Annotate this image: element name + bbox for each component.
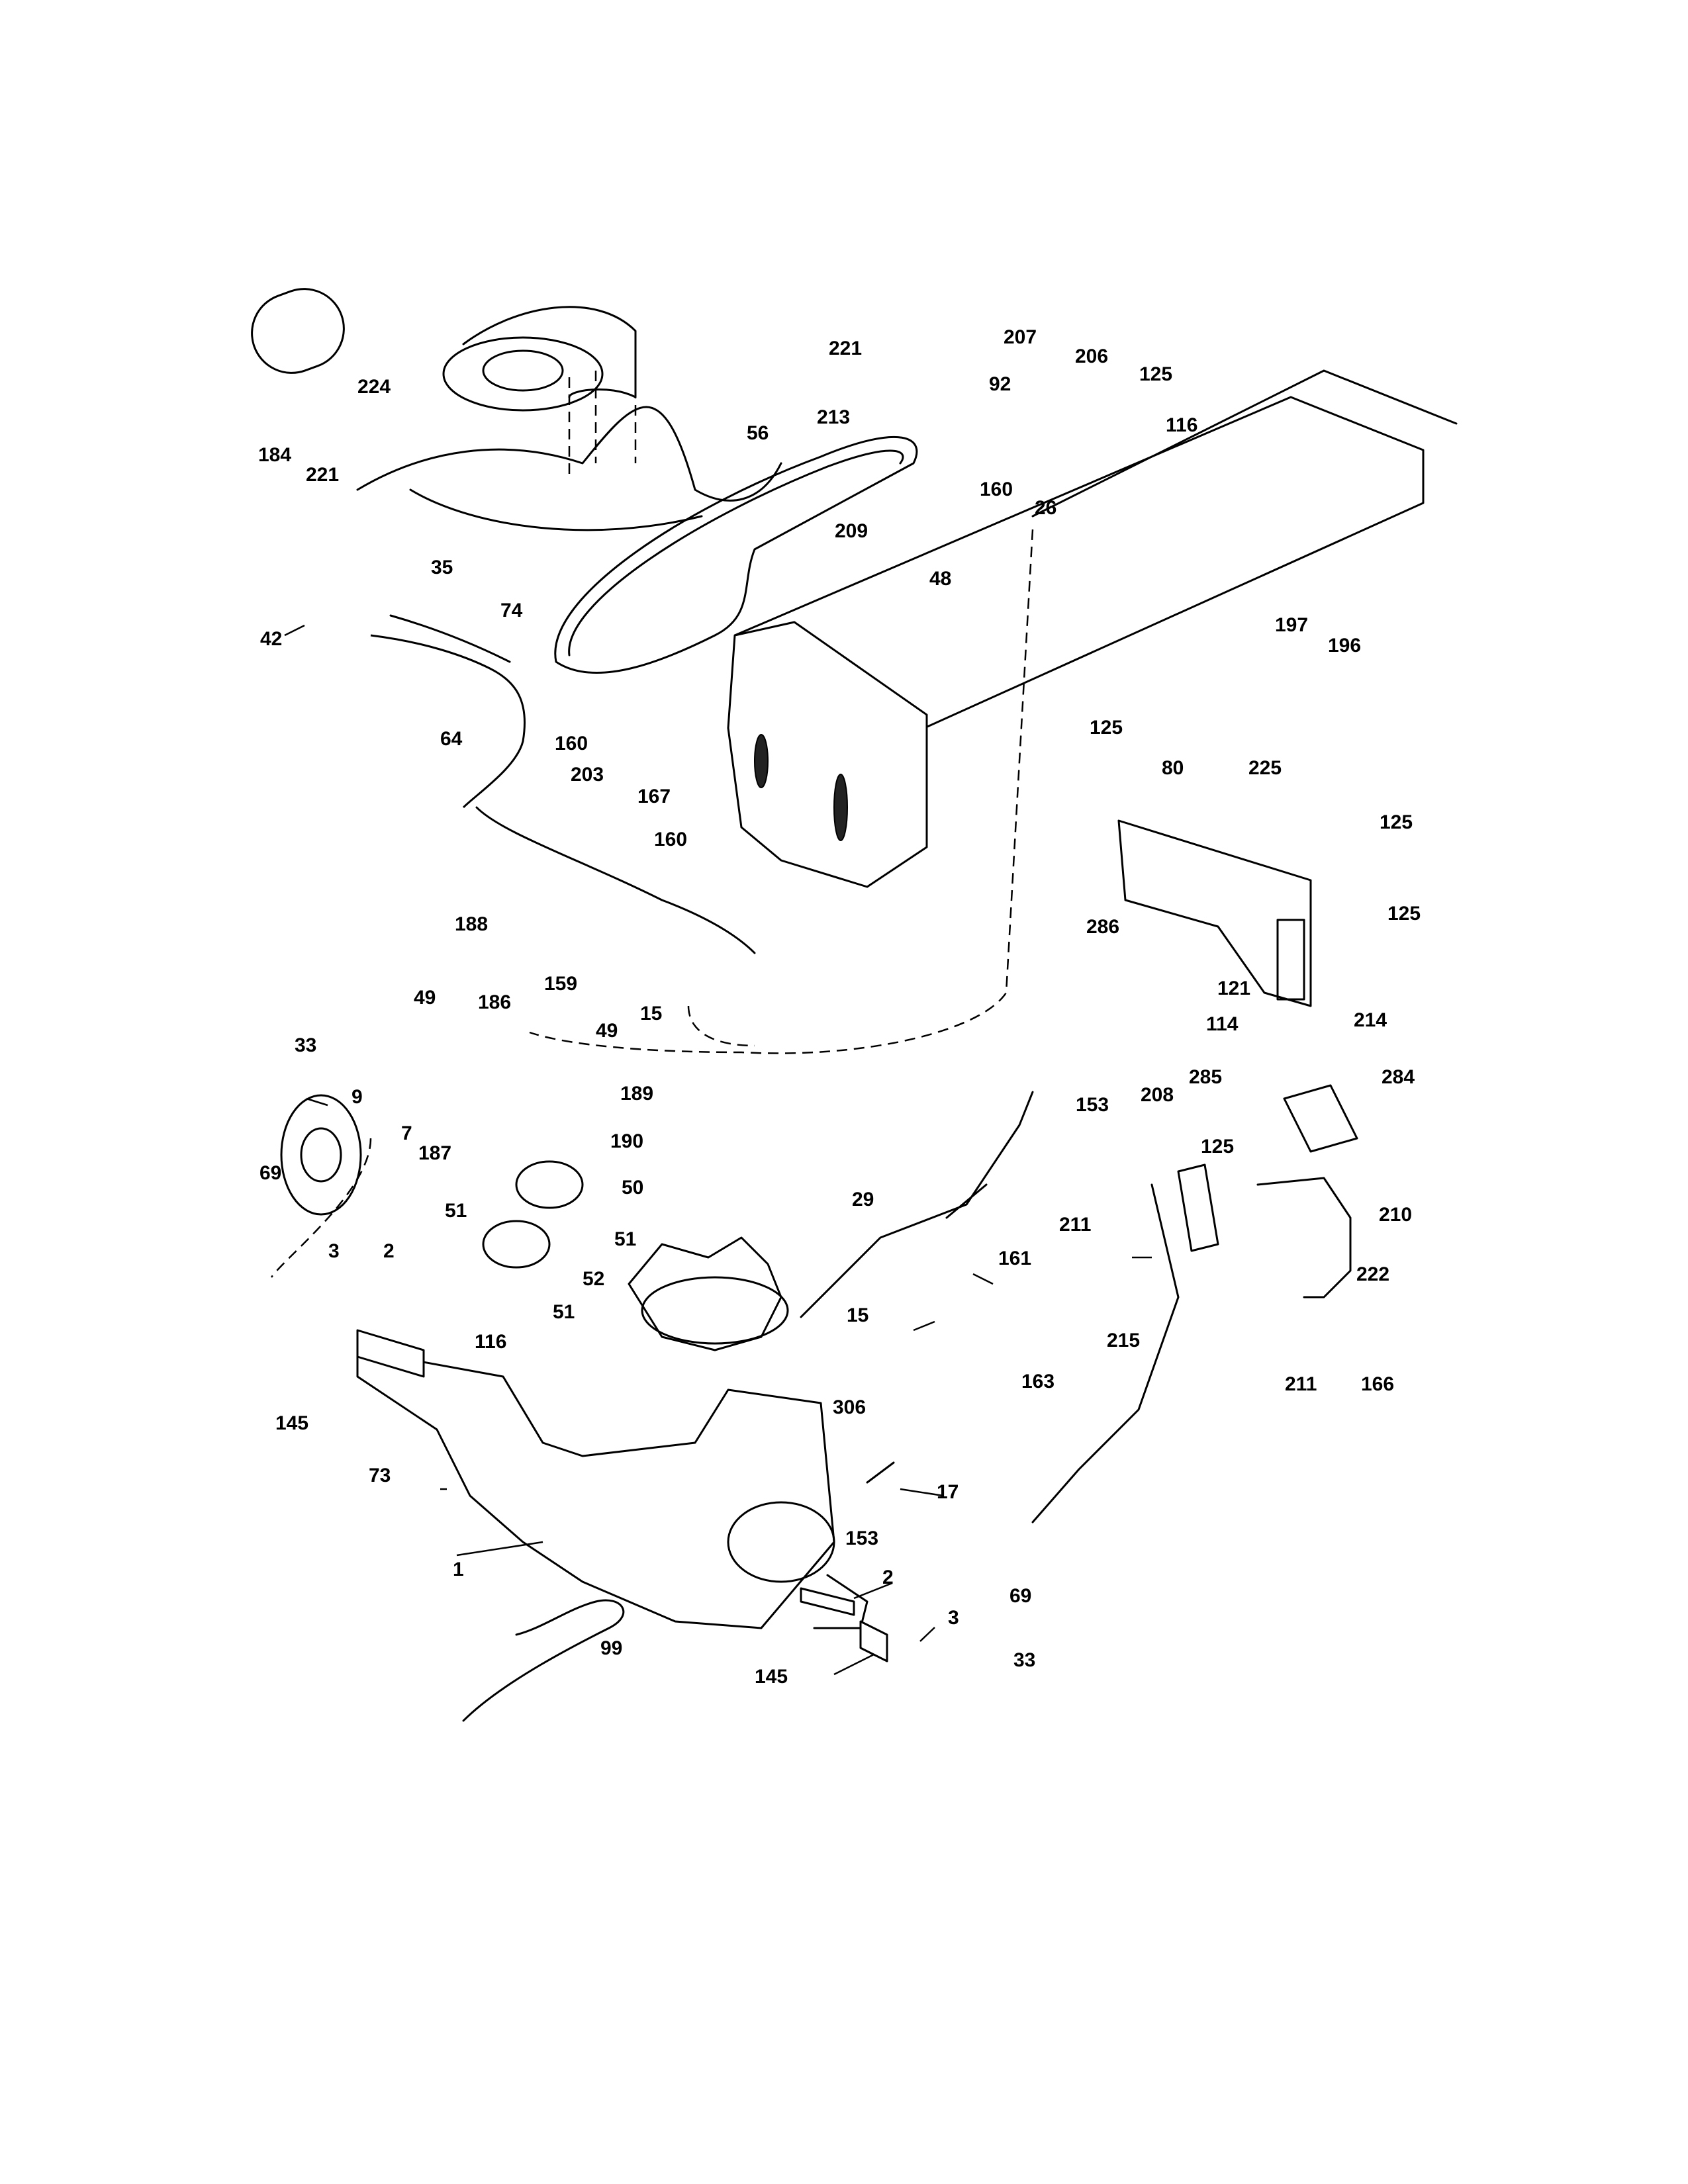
- pulleys: [482, 1160, 584, 1269]
- callout-69: 69: [259, 1162, 281, 1184]
- callout-160: 160: [654, 829, 687, 850]
- callout-207: 207: [1004, 326, 1037, 348]
- fender-with-shift-console: [356, 306, 782, 531]
- callout-51: 51: [614, 1228, 636, 1250]
- callout-196: 196: [1328, 635, 1361, 657]
- callout-306: 306: [833, 1396, 866, 1418]
- callout-166: 166: [1361, 1373, 1394, 1395]
- frame-assembly: [727, 369, 1458, 888]
- callout-leaders: [284, 624, 1152, 1676]
- callout-221: 221: [306, 464, 339, 486]
- callout-125: 125: [1139, 363, 1172, 385]
- callout-163: 163: [1021, 1371, 1055, 1392]
- callout-15: 15: [847, 1304, 868, 1326]
- callout-15: 15: [640, 1003, 662, 1024]
- callout-213: 213: [817, 406, 850, 428]
- callout-285: 285: [1189, 1066, 1222, 1088]
- callout-52: 52: [583, 1268, 604, 1290]
- callout-125: 125: [1387, 903, 1421, 925]
- cooling-fan: [628, 1236, 782, 1351]
- callout-7: 7: [401, 1122, 412, 1144]
- callout-222: 222: [1356, 1263, 1389, 1285]
- callout-125: 125: [1201, 1136, 1234, 1158]
- callout-189: 189: [620, 1083, 653, 1105]
- callout-145: 145: [275, 1412, 308, 1434]
- callout-186: 186: [478, 991, 511, 1013]
- callout-211: 211: [1285, 1373, 1317, 1395]
- callout-153: 153: [1076, 1094, 1109, 1116]
- shift-cable-route: [270, 529, 1034, 1278]
- wheel-hub: [280, 1094, 362, 1216]
- callout-153: 153: [845, 1527, 878, 1549]
- callout-208: 208: [1141, 1084, 1174, 1106]
- callout-206: 206: [1075, 345, 1108, 367]
- callout-49: 49: [596, 1020, 618, 1042]
- callout-125: 125: [1380, 811, 1413, 833]
- callout-35: 35: [431, 557, 453, 578]
- callout-209: 209: [835, 520, 868, 542]
- callout-214: 214: [1354, 1009, 1387, 1031]
- callout-42: 42: [260, 628, 282, 650]
- callout-33: 33: [295, 1034, 316, 1056]
- callout-221: 221: [829, 338, 862, 359]
- callout-92: 92: [989, 373, 1011, 395]
- callout-116: 116: [475, 1331, 506, 1353]
- callout-190: 190: [610, 1130, 643, 1152]
- callout-labels: 1 2 2 3 3 7 9 15 15 17 26 29 33 33 35 42…: [258, 326, 1421, 1688]
- callout-116: 116: [1166, 414, 1197, 436]
- callout-64: 64: [440, 728, 463, 750]
- callout-125: 125: [1090, 717, 1123, 739]
- callout-51: 51: [445, 1200, 467, 1222]
- callout-203: 203: [571, 764, 604, 786]
- callout-56: 56: [747, 422, 769, 444]
- callout-49: 49: [414, 987, 436, 1009]
- callout-50: 50: [622, 1177, 643, 1199]
- drive-belt: [554, 435, 918, 674]
- connecting-rods: [800, 1091, 1034, 1484]
- callout-188: 188: [455, 913, 488, 935]
- callout-3: 3: [948, 1607, 959, 1629]
- brake-pedal-assembly: [1031, 1084, 1358, 1524]
- callout-167: 167: [637, 786, 671, 807]
- callout-73: 73: [369, 1465, 391, 1486]
- shift-lever: [251, 288, 756, 954]
- callout-80: 80: [1162, 757, 1184, 779]
- callout-286: 286: [1086, 916, 1119, 938]
- callout-3: 3: [328, 1240, 340, 1262]
- callout-29: 29: [852, 1189, 874, 1210]
- callout-2: 2: [882, 1567, 894, 1588]
- axle-shaft: [356, 1329, 888, 1662]
- callout-9: 9: [352, 1086, 363, 1108]
- callout-33: 33: [1013, 1649, 1035, 1671]
- callout-225: 225: [1248, 757, 1282, 779]
- callout-121: 121: [1217, 978, 1250, 999]
- callout-48: 48: [929, 568, 951, 590]
- callout-99: 99: [600, 1637, 622, 1659]
- callout-187: 187: [418, 1142, 451, 1164]
- callout-145: 145: [755, 1666, 788, 1688]
- bypass-rod: [462, 1599, 625, 1722]
- callout-26: 26: [1035, 497, 1056, 519]
- callout-210: 210: [1379, 1204, 1412, 1226]
- callout-197: 197: [1275, 614, 1308, 636]
- callout-160: 160: [555, 733, 588, 754]
- callout-1: 1: [453, 1559, 464, 1580]
- callout-69: 69: [1009, 1585, 1031, 1607]
- rear-bracket: [1117, 819, 1312, 1007]
- callout-160: 160: [980, 478, 1013, 500]
- callout-215: 215: [1107, 1330, 1140, 1351]
- callout-74: 74: [500, 600, 523, 621]
- callout-284: 284: [1382, 1066, 1415, 1088]
- callout-114: 114: [1206, 1013, 1239, 1035]
- callout-211: 211: [1059, 1214, 1091, 1236]
- callout-224: 224: [357, 376, 391, 398]
- callout-2: 2: [383, 1240, 395, 1262]
- callout-161: 161: [998, 1248, 1031, 1269]
- callout-51: 51: [553, 1301, 575, 1323]
- transaxle: [356, 1276, 868, 1629]
- callout-17: 17: [937, 1481, 959, 1503]
- callout-159: 159: [544, 973, 577, 995]
- callout-184: 184: [258, 444, 291, 466]
